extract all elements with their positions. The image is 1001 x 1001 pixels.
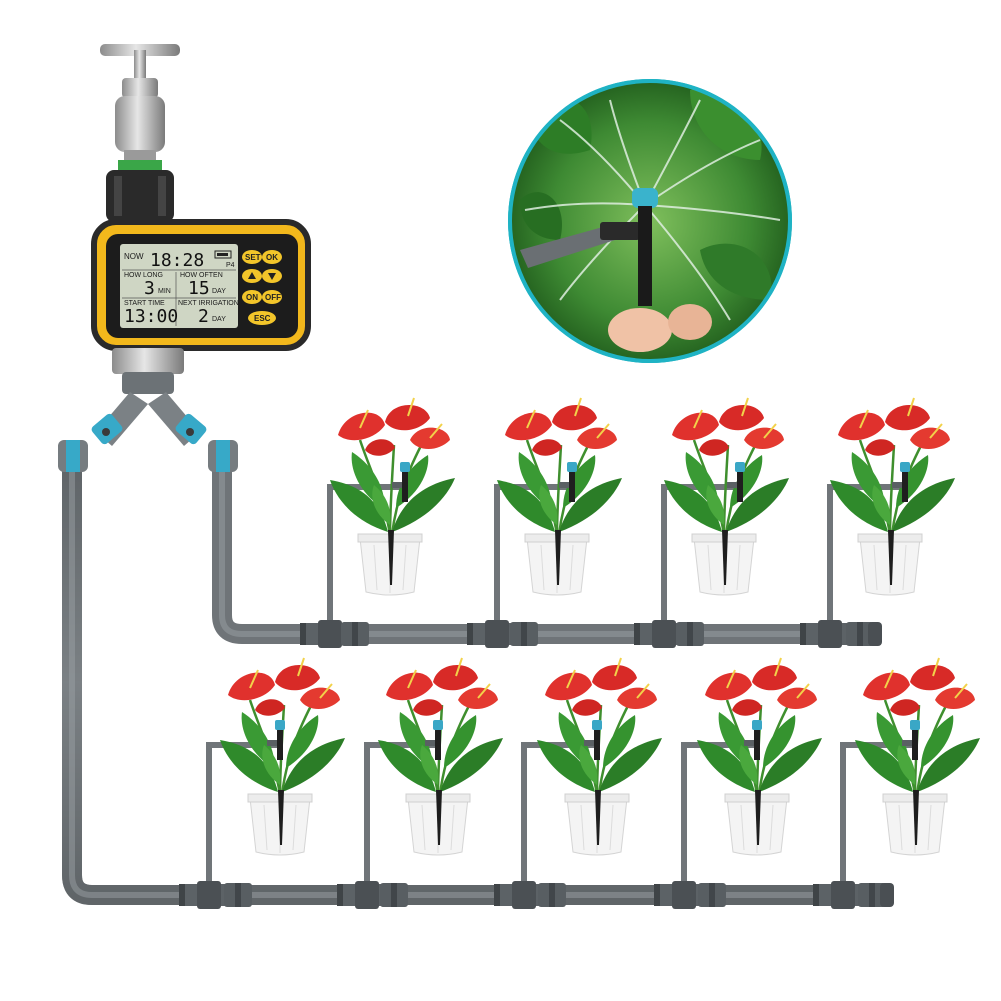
esc-button[interactable]: ESC xyxy=(248,311,276,325)
water-timer: NOW 18:28 P4 HOW LONG HOW OFTEN 3 MIN 15… xyxy=(91,219,311,351)
sprinkler-closeup-inset xyxy=(508,79,792,363)
svg-text:OFF: OFF xyxy=(265,293,281,302)
lcd-now-label: NOW xyxy=(124,252,144,261)
svg-text:ON: ON xyxy=(246,293,258,302)
lcd-how-often-value: 15 xyxy=(188,278,210,299)
arrow-up-icon xyxy=(248,272,256,279)
lcd-start-time-label: START TIME xyxy=(124,300,165,307)
lcd-how-long-label: HOW LONG xyxy=(124,272,163,279)
lcd-now-time: 18:28 xyxy=(150,250,204,271)
off-button[interactable]: OFF xyxy=(262,290,282,304)
arrow-down-icon xyxy=(268,273,276,280)
down-button[interactable] xyxy=(262,269,282,283)
battery-icon xyxy=(214,250,232,259)
lcd-next-irrigation-label: NEXT IRRIGATION xyxy=(178,300,239,307)
lcd-how-long-value: 3 xyxy=(144,278,155,299)
lcd-how-often-label: HOW OFTEN xyxy=(180,272,223,279)
plants-upper-row xyxy=(328,396,957,597)
on-button[interactable]: ON xyxy=(242,290,262,304)
lcd-how-often-unit: DAY xyxy=(212,288,226,295)
set-button[interactable]: SET xyxy=(242,250,262,264)
lcd-start-time-value: 13:00 xyxy=(124,306,178,327)
lcd-battery-code: P4 xyxy=(226,262,235,269)
up-button[interactable] xyxy=(242,269,262,283)
ok-button[interactable]: OK xyxy=(262,250,282,264)
lcd-next-irrigation-unit: DAY xyxy=(212,316,226,323)
lcd-how-long-unit: MIN xyxy=(158,288,171,295)
y-splitter xyxy=(58,348,238,472)
lcd-next-irrigation-value: 2 xyxy=(198,306,209,327)
plants-lower-row xyxy=(218,656,982,857)
svg-text:OK: OK xyxy=(266,253,278,262)
faucet xyxy=(100,44,180,222)
svg-text:SET: SET xyxy=(245,253,261,262)
lcd-screen xyxy=(120,244,238,328)
svg-text:ESC: ESC xyxy=(254,314,271,323)
